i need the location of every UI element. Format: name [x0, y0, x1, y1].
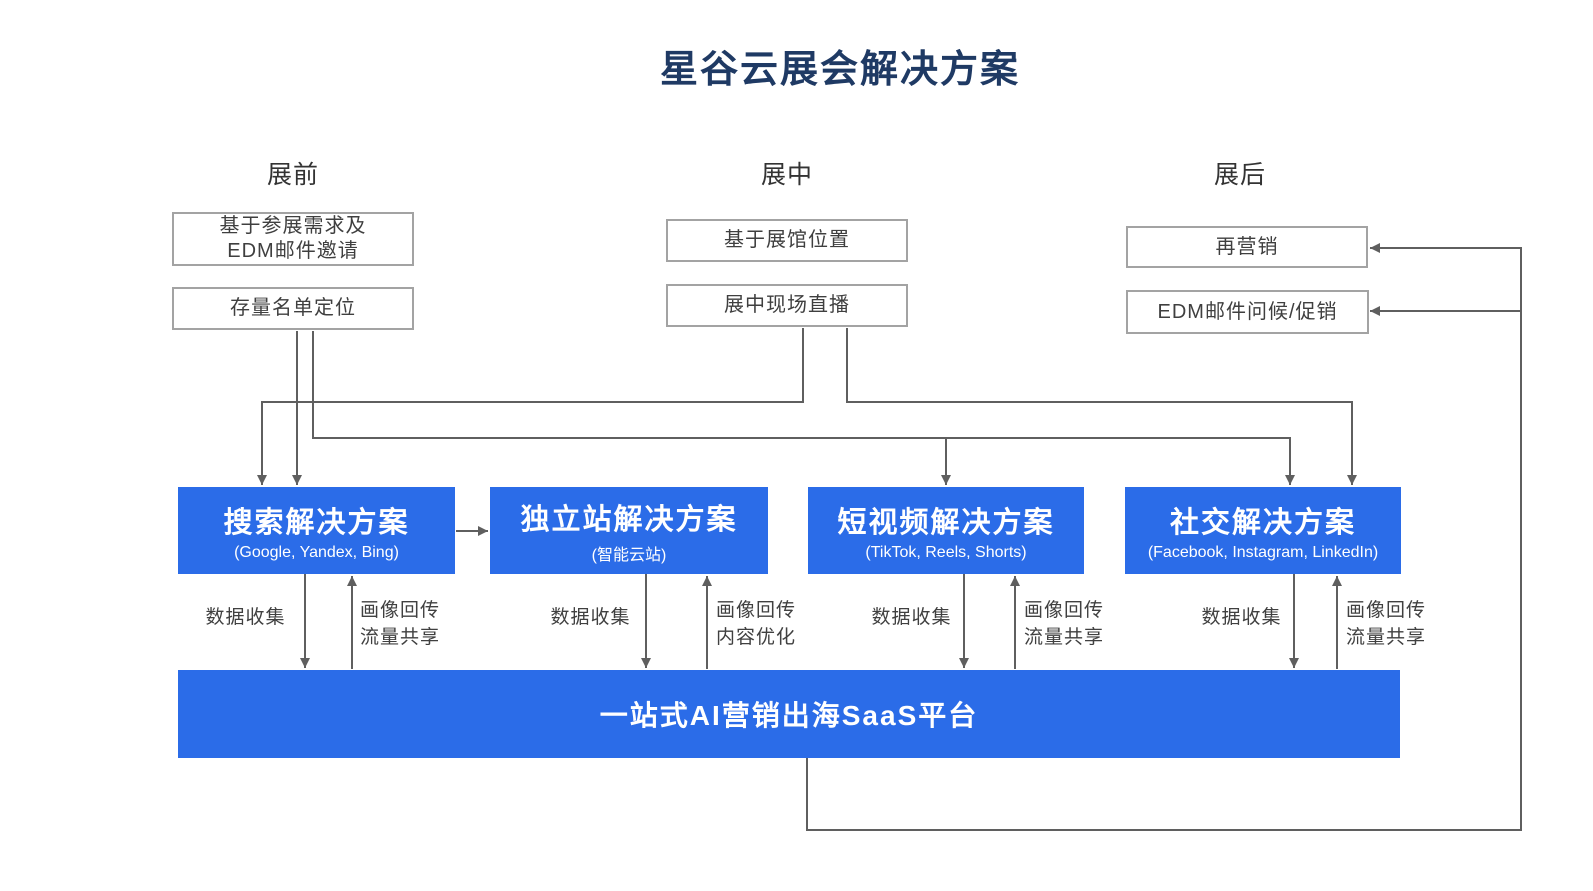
page-title: 星谷云展会解决方案 [659, 49, 1020, 91]
label-profile-feedback-4-line1: 画像回传 [1346, 600, 1427, 621]
solution-social-title: 社交解决方案 [1169, 507, 1356, 539]
label-data-collection-4: 数据收集 [1201, 607, 1282, 628]
arrow-livestream-to-social [846, 328, 1357, 485]
solution-search: 搜索解决方案 (Google, Yandex, Bing) [178, 487, 455, 574]
solution-website-subtitle: (智能云站) [591, 547, 667, 564]
box-venue-location: 基于展馆位置 [666, 219, 908, 262]
solution-social-subtitle: (Facebook, Instagram, LinkedIn) [1147, 544, 1379, 561]
label-profile-feedback-4-line2: 流量共享 [1346, 626, 1427, 648]
box-venue-location-label: 基于展馆位置 [724, 229, 850, 251]
phase-header-post-show: 展后 [1213, 161, 1266, 189]
label-profile-feedback-2-line1: 画像回传 [716, 600, 797, 621]
solution-website-title: 独立站解决方案 [520, 504, 738, 536]
solution-short-video: 短视频解决方案 (TikTok, Reels, Shorts) [808, 487, 1084, 574]
label-profile-feedback-1: 画像回传 流量共享 [360, 598, 440, 651]
box-edm-invitation-line1: 基于参展需求及 [219, 215, 367, 237]
solution-short-video-subtitle: (TikTok, Reels, Shorts) [865, 544, 1027, 561]
box-edm-greeting: EDM邮件问候/促销 [1126, 290, 1369, 334]
box-retention-list-label: 存量名单定位 [230, 297, 356, 319]
solution-search-title: 搜索解决方案 [223, 507, 410, 539]
box-remarketing-label: 再营销 [1215, 235, 1279, 258]
box-edm-invitation: 基于参展需求及 EDM邮件邀请 [172, 212, 414, 266]
platform-bar-label: 一站式AI营销出海SaaS平台 [599, 700, 979, 731]
label-data-collection-2: 数据收集 [550, 607, 631, 628]
box-remarketing: 再营销 [1126, 226, 1368, 268]
label-profile-feedback-1-line2: 流量共享 [360, 626, 441, 648]
solution-website: 独立站解决方案 (智能云站) [490, 487, 768, 574]
box-edm-greeting-label: EDM邮件问候/促销 [1157, 300, 1338, 323]
solution-search-subtitle: (Google, Yandex, Bing) [234, 544, 399, 561]
label-profile-feedback-4: 画像回传 流量共享 [1346, 598, 1426, 651]
arrow-retention-to-social [312, 331, 1295, 485]
label-profile-feedback-1-line1: 画像回传 [360, 600, 441, 621]
label-profile-feedback-3: 画像回传 流量共享 [1024, 598, 1104, 651]
box-edm-invitation-line2: EDM邮件邀请 [227, 240, 359, 262]
label-profile-feedback-3-line2: 流量共享 [1024, 626, 1105, 648]
label-profile-feedback-2-line2: 内容优化 [716, 626, 797, 648]
label-data-collection-3: 数据收集 [871, 607, 952, 628]
label-profile-feedback-2: 画像回传 内容优化 [716, 598, 796, 651]
label-profile-feedback-3-line1: 画像回传 [1024, 600, 1105, 621]
phase-header-pre-show: 展前 [266, 161, 319, 189]
arrow-livestream-to-search [257, 328, 804, 485]
platform-bar: 一站式AI营销出海SaaS平台 [178, 670, 1400, 758]
solution-short-video-title: 短视频解决方案 [837, 507, 1055, 539]
solution-social: 社交解决方案 (Facebook, Instagram, LinkedIn) [1125, 487, 1401, 574]
box-live-streaming: 展中现场直播 [666, 284, 908, 327]
box-retention-list: 存量名单定位 [172, 287, 414, 330]
phase-header-mid-show: 展中 [760, 161, 813, 189]
label-data-collection-1: 数据收集 [205, 607, 286, 628]
box-live-streaming-label: 展中现场直播 [724, 294, 850, 316]
